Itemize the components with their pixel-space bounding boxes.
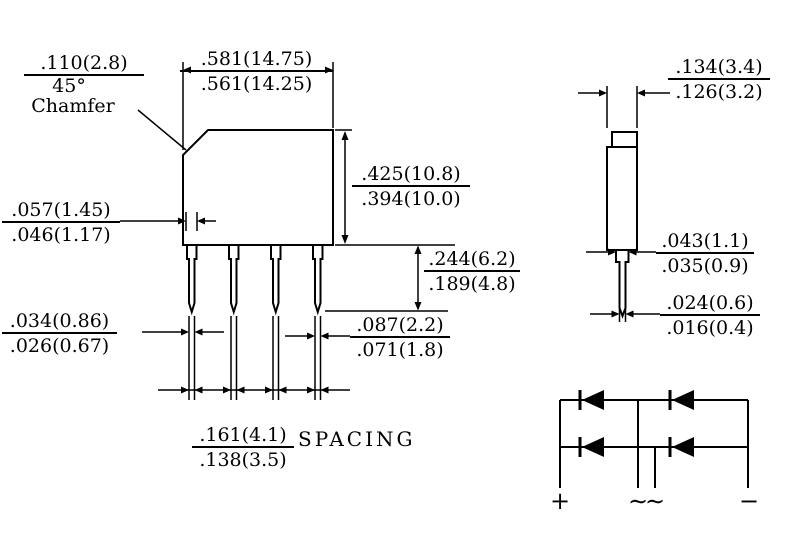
- min-value: .126(3.2): [675, 81, 763, 103]
- max-value: .043(1.1): [656, 230, 754, 254]
- terminal-ac2-label: ∼: [644, 487, 666, 515]
- side-chamfer-step: [611, 131, 638, 148]
- front-dimension-lines: [120, 62, 455, 400]
- min-value: .035(0.9): [661, 255, 749, 277]
- arrowhead: [194, 386, 203, 394]
- chamfer-angle-label: 45°: [52, 75, 86, 97]
- bridge-schematic: [559, 390, 749, 488]
- side-arrowheads: [599, 89, 645, 318]
- dim-side-lead-tip-thickness: .024(0.6) .016(0.4): [660, 292, 760, 339]
- package-body-outline: [182, 129, 334, 246]
- terminal-plus-label: +: [549, 487, 571, 515]
- max-value: .244(6.2): [424, 248, 520, 272]
- max-value: .034(0.86): [2, 310, 117, 334]
- dim-lead-width-wide: .057(1.45) .046(1.17): [2, 199, 120, 246]
- terminal-ac1-label: ∼: [627, 487, 649, 515]
- chamfer-label: Chamfer: [31, 95, 115, 117]
- spacing-caption: SPACING: [298, 427, 416, 451]
- diode-triangle: [582, 390, 604, 410]
- min-value: .394(10.0): [361, 188, 461, 210]
- side-body-outline: [606, 146, 638, 251]
- arrowhead: [320, 332, 329, 340]
- extension-line: [335, 129, 455, 246]
- dim-side-lead-thickness: .043(1.1) .035(0.9): [656, 230, 754, 277]
- extension-line: [182, 62, 334, 150]
- dim-line-lead-width-wide: [120, 212, 216, 231]
- arrowhead: [307, 386, 315, 394]
- arrowhead: [414, 302, 422, 311]
- diode-triangle: [672, 437, 694, 457]
- lead-projection-lines: [188, 316, 322, 400]
- dim-body-height: .425(10.8) .394(10.0): [352, 163, 470, 210]
- max-value: .087(2.2): [350, 314, 450, 338]
- arrowhead: [181, 328, 189, 336]
- arrowhead: [197, 217, 205, 225]
- dim-chamfer-size: .110(2.8): [24, 52, 144, 76]
- lead-3: [270, 245, 282, 316]
- arrowhead: [236, 386, 245, 394]
- arrowhead: [637, 89, 645, 97]
- side-dimension-lines: [578, 86, 670, 322]
- max-value: .110(2.8): [24, 52, 144, 76]
- arrowhead: [178, 217, 186, 225]
- min-value: .016(0.4): [666, 317, 754, 339]
- min-value: .138(3.5): [199, 449, 287, 471]
- arrowhead: [341, 235, 349, 244]
- dim-lead-tip-width: .087(2.2) .071(1.8): [350, 314, 450, 361]
- dim-side-thickness: .134(3.4) .126(3.2): [668, 56, 770, 103]
- arrowhead: [611, 310, 620, 318]
- max-value: .024(0.6): [660, 292, 760, 316]
- terminal-minus-label: −: [738, 487, 760, 515]
- min-value: .046(1.17): [11, 224, 111, 246]
- arrowhead: [320, 386, 329, 394]
- chamfer-leader-line: [137, 109, 187, 151]
- dim-lead-width-narrow: .034(0.86) .026(0.67): [2, 310, 117, 357]
- lead-2: [228, 245, 240, 316]
- dim-body-width: .581(14.75) .561(14.25): [180, 48, 333, 95]
- arrowhead: [194, 328, 203, 336]
- arrowhead: [223, 386, 231, 394]
- diode-triangle: [672, 390, 694, 410]
- lead-1: [186, 245, 198, 316]
- lead-4: [312, 245, 324, 316]
- side-lead: [615, 250, 630, 319]
- diode-triangle: [582, 437, 604, 457]
- max-value: .134(3.4): [668, 56, 770, 80]
- arrowhead: [628, 248, 637, 256]
- arrowhead: [341, 131, 349, 140]
- max-value: .581(14.75): [180, 48, 333, 72]
- min-value: .026(0.67): [9, 335, 110, 357]
- front-view: [182, 129, 334, 316]
- schematic-wires: [559, 399, 749, 488]
- min-value: .189(4.8): [428, 273, 516, 295]
- arrowhead: [265, 386, 273, 394]
- side-view: [606, 131, 638, 319]
- arrowhead: [625, 310, 634, 318]
- arrowhead: [414, 245, 422, 254]
- arrowhead: [181, 386, 189, 394]
- dim-lead-spacing: .161(4.1) .138(3.5): [192, 424, 294, 471]
- arrowhead: [599, 89, 607, 97]
- diode-cathode-bars: [578, 390, 672, 457]
- dim-lead-length: .244(6.2) .189(4.8): [424, 248, 520, 295]
- arrowhead: [278, 386, 287, 394]
- max-value: .057(1.45): [2, 199, 120, 223]
- arrowhead: [307, 332, 315, 340]
- max-value: .425(10.8): [352, 163, 470, 187]
- min-value: .561(14.25): [200, 73, 313, 95]
- diode-symbols: [582, 390, 694, 457]
- max-value: .161(4.1): [192, 424, 294, 448]
- arrowhead: [608, 248, 616, 256]
- min-value: .071(1.8): [356, 339, 444, 361]
- extension-line: [606, 86, 638, 322]
